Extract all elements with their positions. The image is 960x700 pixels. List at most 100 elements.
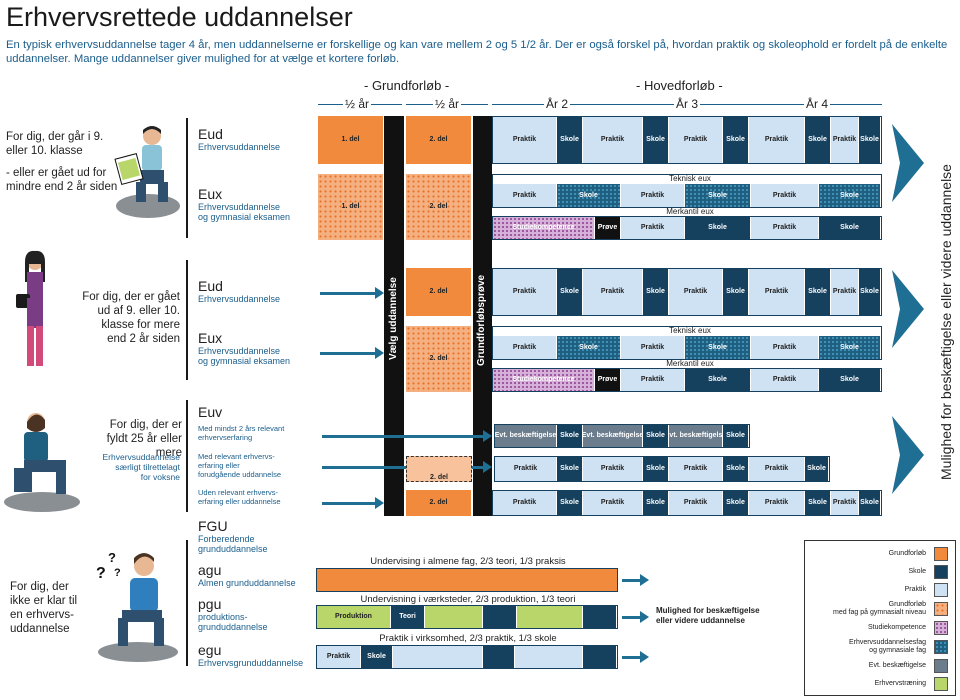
year-3: År 3 — [674, 97, 701, 111]
student-illustration — [114, 126, 180, 218]
euv1-skole-2: Skole — [643, 425, 669, 447]
eux2-t-skole-2: Skole — [685, 336, 751, 359]
euv2-praktik-1: Praktik — [495, 457, 557, 481]
euv-option-1: Med mindst 2 års relevant erhvervserfari… — [198, 424, 285, 442]
eux2-arrow-line — [320, 352, 376, 355]
eux2-m-studie: Studiekompetence — [493, 369, 595, 391]
euv2-praktik-4: Praktik — [749, 457, 805, 481]
eud2-praktik-5: Praktik — [831, 269, 859, 315]
eux2-t-praktik-2: Praktik — [621, 336, 685, 359]
legend-skole: Skole — [806, 564, 956, 580]
euv2-del2-optional: 2. del — [406, 456, 472, 482]
eud2-praktik-1: Praktik — [493, 269, 557, 315]
group-divider-4 — [186, 540, 188, 666]
eux1-merkantil-label: Merkantil eux — [666, 207, 714, 216]
eux1-t-praktik-2: Praktik — [621, 184, 685, 207]
chevron-right-icon — [892, 270, 924, 348]
egu-skole-3 — [583, 646, 617, 668]
agu-label: agu Almen grunduddannelse — [198, 562, 296, 588]
euv3-arrow-line — [322, 502, 376, 505]
euv1-skole-3: Skole — [723, 425, 749, 447]
grundforloebsproeve-bar — [473, 116, 492, 516]
page-title: Erhvervsrettede uddannelser — [6, 2, 353, 32]
pgu-caption: Undervisning i værksteder, 2/3 produktio… — [360, 594, 576, 605]
eux2-merkantil-label: Merkantil eux — [666, 359, 714, 368]
eux1-m-skole-2: Skole — [819, 217, 881, 239]
eux1-t-skole-3: Skole — [819, 184, 881, 207]
intro-text: En typisk erhvervsuddannelse tager 4 år,… — [6, 39, 948, 65]
legend-traening: Erhvervstræning — [806, 676, 956, 692]
eux1-t-praktik-1: Praktik — [493, 184, 557, 207]
euv-label: Euv — [198, 404, 223, 420]
eux2-t-skole-3: Skole — [819, 336, 881, 359]
group2-text: For dig, der er gået ud af 9. eller 10. … — [82, 291, 180, 345]
year-2: År 2 — [544, 97, 571, 111]
svg-text:?: ? — [108, 550, 116, 565]
eud2-skole-3: Skole — [723, 269, 749, 315]
eud1-skole-4: Skole — [805, 117, 831, 163]
egu-label: egu Erhvervsgrunduddannelse — [198, 642, 304, 668]
eux2-m-praktik-1: Praktik — [621, 369, 685, 391]
euv1-arrow-head — [483, 430, 492, 442]
eux2-m-skole-1: Skole — [685, 369, 751, 391]
eud1-praktik-2: Praktik — [583, 117, 643, 163]
eud1-del2: 2. del — [406, 116, 472, 164]
eud1-skole-1: Skole — [557, 117, 583, 163]
eux1-label: Eux Erhvervsuddannelse og gymnasial eksa… — [198, 186, 291, 222]
pgu-teori-1: Teori — [391, 606, 425, 628]
pgu-teori-3 — [583, 606, 617, 628]
svg-text:?: ? — [96, 565, 106, 582]
eux2-m-praktik-2: Praktik — [751, 369, 819, 391]
side-outcome-label: Mulighed for beskæftigelse eller videre … — [938, 164, 954, 480]
woman-illustration — [16, 250, 45, 366]
group3-text: For dig, der er fyldt 25 år eller mere — [106, 419, 182, 459]
legend-evt: Evt. beskæftigelse — [806, 658, 956, 674]
eux2-t-praktik-1: Praktik — [493, 336, 557, 359]
legend-box — [804, 540, 956, 696]
euv3-skole-2: Skole — [643, 491, 669, 515]
eud2-arrow-head — [375, 287, 384, 299]
pgu-produktion-2 — [425, 606, 483, 628]
pgu-teori-2 — [483, 606, 517, 628]
eux1-t-skole-2: Skole — [685, 184, 751, 207]
eux1-m-praktik-1: Praktik — [621, 217, 685, 239]
header-hovedforloeb: - Hovedforløb - — [636, 78, 723, 93]
pgu-arrow-head — [640, 611, 649, 623]
eux2-teknisk-label: Teknisk eux — [669, 326, 711, 335]
fgu-outcome: Mulighed for beskæftigelse eller videre … — [656, 606, 760, 625]
eux2-del2: 2. del — [406, 326, 472, 392]
euv2-praktik-3: Praktik — [669, 457, 723, 481]
eux2-label: Eux Erhvervsuddannelse og gymnasial eksa… — [198, 330, 291, 366]
legend-studie: Studiekompetence — [806, 620, 956, 636]
euv3-del2: 2. del — [406, 490, 472, 516]
eux2-m-prove: Prøve — [595, 369, 621, 391]
pgu-produktion-3 — [517, 606, 583, 628]
euv2-praktik-2: Praktik — [583, 457, 643, 481]
chevron-right-icon — [892, 124, 924, 202]
euv3-praktik-4: Praktik — [749, 491, 805, 515]
eud1-skole-5: Skole — [859, 117, 881, 163]
eud1-label: Eud Erhvervsuddannelse — [198, 126, 281, 152]
eux1-m-studie: Studiekompetence — [493, 217, 595, 239]
euv2-skole-1: Skole — [557, 457, 583, 481]
euv3-praktik-3: Praktik — [669, 491, 723, 515]
group4-text: For dig, der ikke er klar til en erhverv… — [10, 581, 78, 635]
euv-option-3: Uden relevant erhvervs- erfaring eller u… — [198, 488, 281, 506]
euv3-skole-3: Skole — [723, 491, 749, 515]
header-grundforloeb: - Grundforløb - — [364, 78, 450, 93]
euv3-praktik-1: Praktik — [493, 491, 557, 515]
eud1-skole-2: Skole — [643, 117, 669, 163]
legend-praktik: Praktik — [806, 582, 956, 598]
eux1-del1: 1. del — [318, 174, 384, 240]
euv3-skole-4: Skole — [805, 491, 831, 515]
euv1-evt-1: Evt. beskæftigelse — [495, 425, 557, 447]
euv-option-2: Med relevant erhvervs- erfaring eller fo… — [198, 452, 281, 479]
grundforloebsproeve-label: Grundforløbsprøve — [476, 274, 487, 366]
euv1-skole-1: Skole — [557, 425, 583, 447]
vaelg-uddannelse-bar — [384, 116, 404, 516]
eux1-m-praktik-2: Praktik — [751, 217, 819, 239]
euv2-skole-2: Skole — [643, 457, 669, 481]
pgu-label: pgu produktions- grunduddannelse — [198, 596, 268, 632]
